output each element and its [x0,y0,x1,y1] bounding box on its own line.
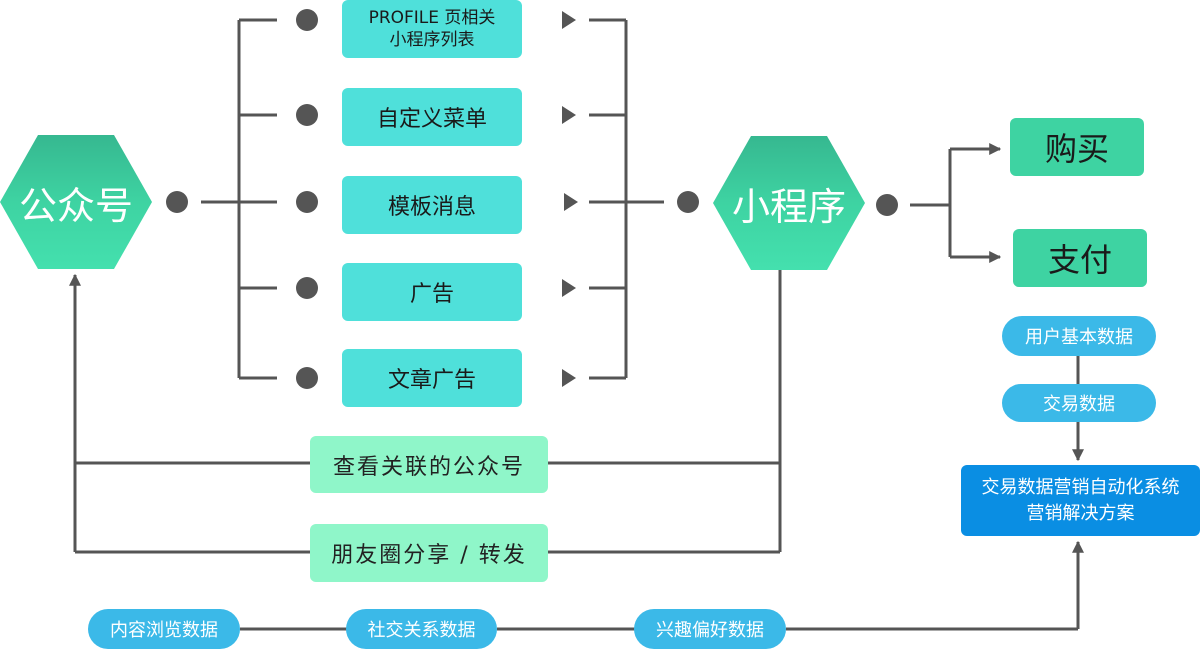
feature-article-ads: 文章广告 [342,349,522,407]
transaction-data-label: 交易数据 [1043,394,1115,415]
zhifu-box: 支付 [1013,229,1147,287]
dot [677,191,699,213]
feature-article-ads-label: 文章广告 [387,368,476,393]
feature-profile-line2: 小程序列表 [389,30,475,50]
dot [166,191,188,213]
goumai-box: 购买 [1010,118,1144,176]
dot [296,277,318,299]
social-relation-data-label: 社交关系数据 [367,620,476,641]
interest-preference-data-label: 兴趣偏好数据 [656,620,764,641]
goumai-label: 购买 [1044,130,1109,168]
marketing-solution-line2: 营销解决方案 [1026,502,1135,524]
moments-share-label: 朋友圈分享 / 转发 [331,543,527,568]
xiaochengxu-label: 小程序 [731,184,846,229]
hexagon-shape [0,135,152,269]
dot [296,104,318,126]
user-basic-data-pill: 用户基本数据 [1002,316,1156,356]
gongzhonghao-label: 公众号 [18,183,133,228]
dot [296,367,318,389]
dot [296,9,318,31]
gongzhonghao-node: 公众号 [0,135,152,269]
triangle-marker [564,193,578,211]
triangle-marker [562,11,576,29]
feature-ads: 广告 [342,263,522,321]
interest-preference-data-pill: 兴趣偏好数据 [634,609,786,649]
xiaochengxu-node: 小程序 [713,136,865,270]
content-browse-data-pill: 内容浏览数据 [88,609,240,649]
triangle-marker [562,279,576,297]
hexagon-shape [713,136,865,270]
social-relation-data-pill: 社交关系数据 [346,609,497,649]
zhifu-label: 支付 [1047,241,1112,279]
user-basic-data-label: 用户基本数据 [1025,327,1133,348]
triangle-marker [562,106,576,124]
feature-ads-label: 广告 [409,282,454,307]
view-related-account-box: 查看关联的公众号 [310,436,548,493]
marketing-solution-line1: 交易数据营销自动化系统 [981,476,1180,498]
feature-custom-menu: 自定义菜单 [342,88,522,146]
dot [876,194,898,216]
marketing-solution-box: 交易数据营销自动化系统 营销解决方案 [961,465,1200,536]
moments-share-box: 朋友圈分享 / 转发 [310,524,548,582]
content-browse-data-label: 内容浏览数据 [110,620,218,641]
feature-profile-list: PROFILE 页相关 小程序列表 [342,0,522,58]
feature-template-message-label: 模板消息 [387,195,476,220]
feature-profile-line1: PROFILE 页相关 [368,8,496,28]
transaction-data-pill: 交易数据 [1002,384,1156,422]
triangle-marker [562,369,576,387]
view-related-account-label: 查看关联的公众号 [332,454,525,480]
dot [296,191,318,213]
feature-template-message: 模板消息 [342,176,522,234]
feature-custom-menu-label: 自定义菜单 [376,107,487,132]
